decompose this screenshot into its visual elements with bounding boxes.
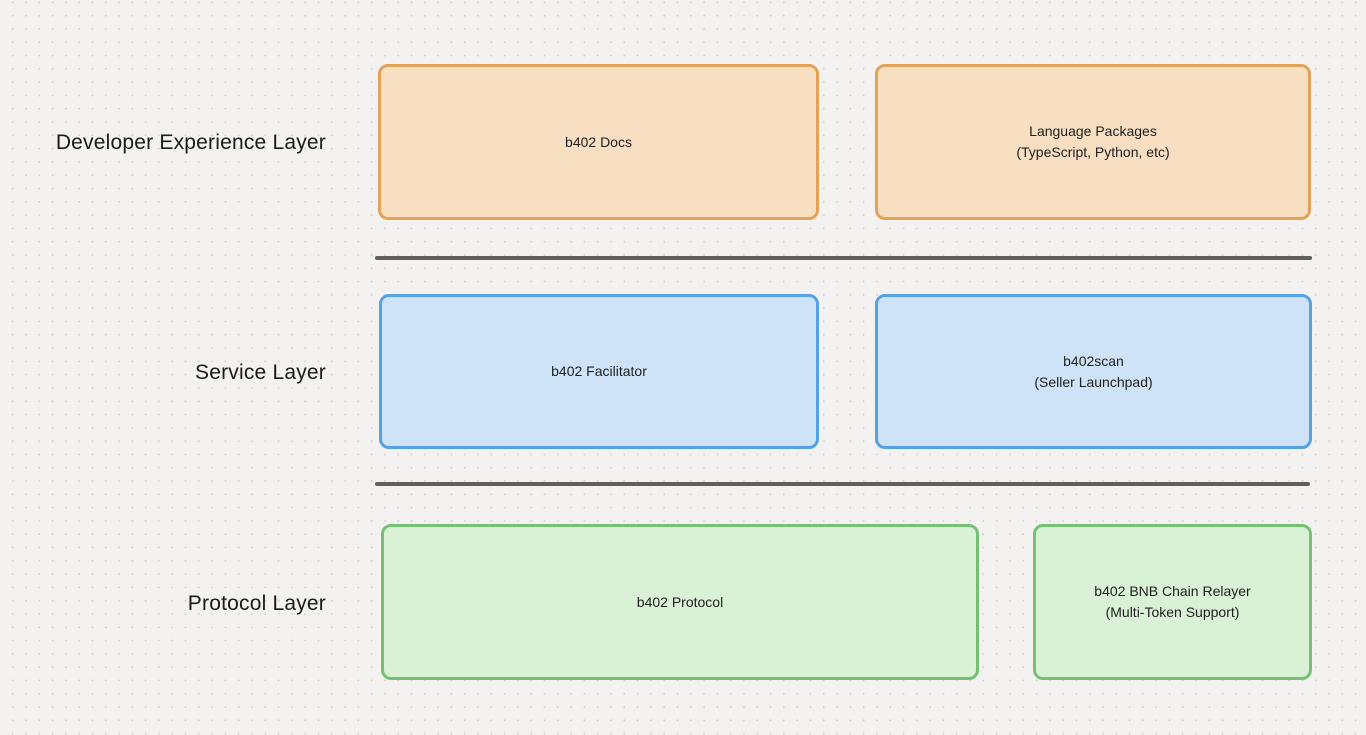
box-b402-protocol-label: b402 Protocol <box>636 593 724 610</box>
box-b402-protocol: b402 Protocol <box>381 524 979 680</box>
layer-divider-2 <box>375 482 1310 486</box>
layer-label-developer-experience: Developer Experience Layer <box>55 131 326 154</box>
box-language-packages-label: Language Packages (TypeScript, Python, e… <box>1016 123 1170 160</box>
box-b402-docs-label: b402 Docs <box>565 133 632 150</box>
box-b402scan: b402scan (Seller Launchpad) <box>875 294 1312 449</box>
box-b402-facilitator-label: b402 Facilitator <box>551 363 647 379</box>
box-b402-docs: b402 Docs <box>378 64 819 220</box>
box-b402-bnb-chain-relayer: b402 BNB Chain Relayer (Multi-Token Supp… <box>1033 524 1312 680</box>
box-b402scan-label: b402scan (Seller Launchpad) <box>1034 352 1153 390</box>
box-language-packages: Language Packages (TypeScript, Python, e… <box>875 64 1311 220</box>
layer-label-service: Service Layer <box>195 361 326 384</box>
layer-label-protocol: Protocol Layer <box>187 592 326 615</box>
box-b402-facilitator: b402 Facilitator <box>379 294 819 449</box>
box-b402-bnb-chain-relayer-label: b402 BNB Chain Relayer (Multi-Token Supp… <box>1094 583 1251 620</box>
layer-divider-1 <box>375 256 1312 260</box>
